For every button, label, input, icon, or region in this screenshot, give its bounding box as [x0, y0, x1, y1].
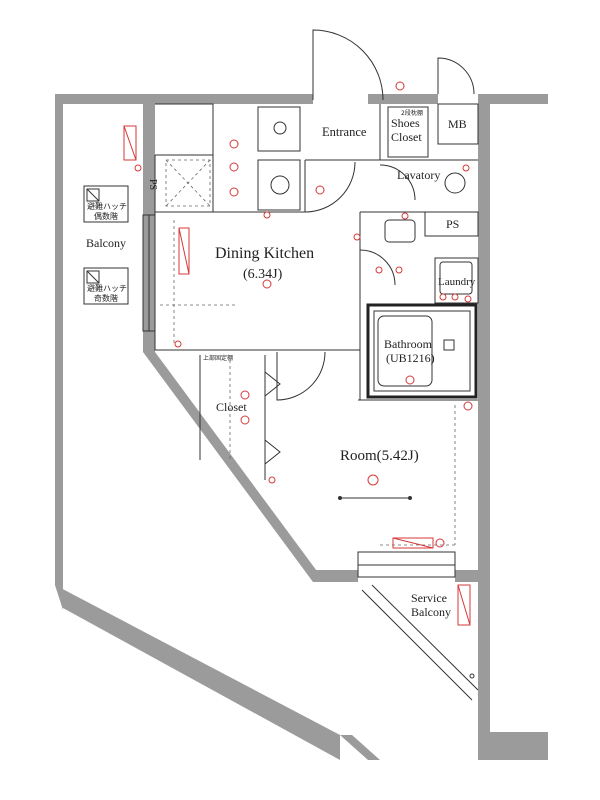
mb-label: MB — [448, 117, 467, 131]
ps-label-right: PS — [446, 217, 459, 231]
closet-label: Closet — [216, 400, 247, 414]
walls — [55, 94, 548, 760]
electrical-symbols — [123, 81, 473, 626]
shoes-closet-label-2: Closet — [391, 130, 422, 144]
lavatory-label: Lavatory — [397, 168, 440, 182]
bathroom-label: Bathroom — [384, 337, 433, 351]
room-light-bar — [338, 496, 412, 500]
entrance-label: Entrance — [322, 125, 367, 139]
service-balcony-label-1: Service — [411, 591, 447, 605]
top-closet-note: 2段枕棚 — [401, 109, 423, 117]
shoes-closet-label-1: Shoes — [391, 116, 420, 130]
hatch-1-line2: 偶数階 — [94, 211, 118, 221]
room-label: Room(5.42J) — [340, 448, 419, 464]
hatch-2-line1: 避難ハッチ — [87, 283, 127, 293]
doors — [264, 29, 475, 465]
balcony-hatches — [83, 185, 129, 305]
dashed-lines — [160, 159, 456, 546]
dining-kitchen-label: Dining Kitchen — [215, 245, 314, 262]
bathroom-size: (UB1216) — [386, 351, 435, 365]
laundry-label: Laundry — [438, 276, 476, 288]
balcony-label: Balcony — [86, 236, 126, 250]
service-balcony-label-2: Balcony — [411, 605, 451, 619]
service-balcony-rail — [361, 584, 479, 701]
dining-kitchen-size: (6.34J) — [243, 267, 283, 282]
hatch-2-line2: 奇数階 — [94, 293, 118, 303]
ps-label-left: PS — [147, 179, 158, 190]
closet-shelf-note: 上部固定棚 — [203, 354, 233, 362]
hatch-1-line1: 避難ハッチ — [87, 201, 127, 211]
outline — [142, 103, 479, 578]
